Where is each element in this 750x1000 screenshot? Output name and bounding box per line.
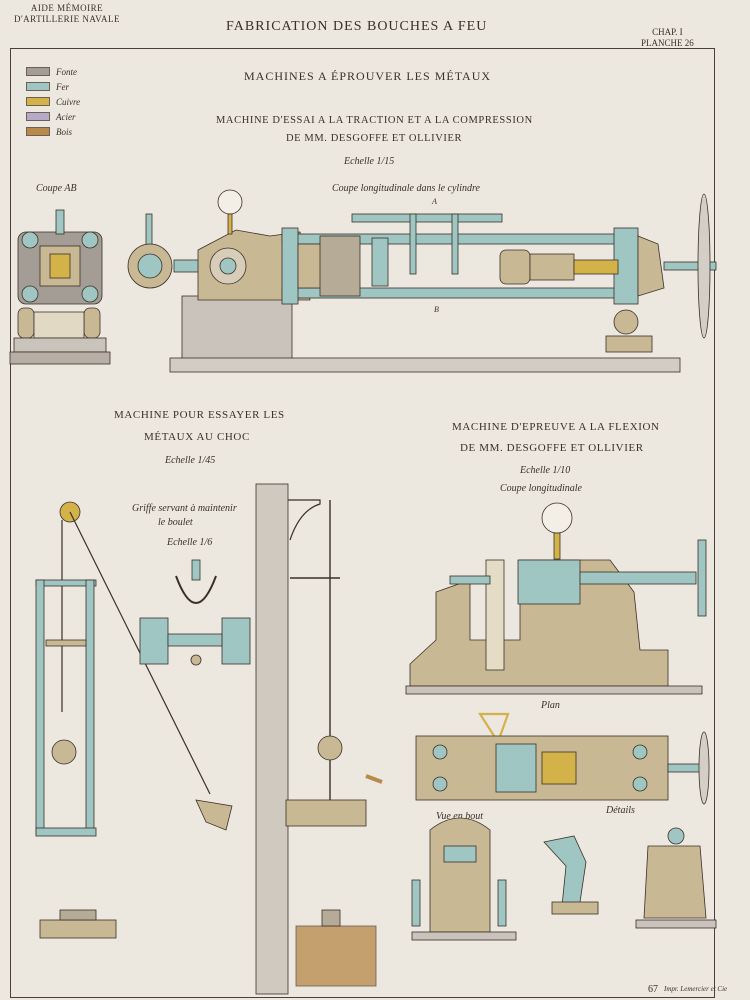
flexion-title-line1: MACHINE D'EPREUVE A LA FLEXION: [452, 421, 660, 433]
end-view-drawing: [411, 817, 517, 941]
plate-title: FABRICATION DES BOUCHES A FEU: [226, 19, 488, 34]
legend-item: Fonte: [26, 64, 80, 79]
flexion-section-drawing: [405, 502, 707, 695]
view-label-vue-en-bout: Vue en bout: [436, 811, 484, 822]
traction-machine-drawing: [127, 189, 717, 373]
legend-item: Fer: [26, 79, 80, 94]
legend-swatch: [26, 112, 50, 121]
choc-title-line2: MÉTAUX AU CHOC: [144, 431, 250, 443]
section-title-machines: MACHINES A ÉPROUVER LES MÉTAUX: [244, 69, 492, 83]
chapter-label: CHAP. I: [652, 27, 683, 37]
legend-swatch: [26, 97, 50, 106]
material-legend: Fonte Fer Cuivre Acier Bois: [26, 64, 80, 139]
view-label-coupe-longitudinale: Coupe longitudinale dans le cylindre: [332, 183, 480, 194]
traction-scale: Echelle 1/15: [344, 156, 395, 167]
details-drawing: [543, 827, 717, 929]
legend-label: Bois: [56, 126, 73, 137]
legend-label: Acier: [56, 111, 76, 122]
griffe-label-line2: le boulet: [158, 517, 193, 528]
legend-item: Acier: [26, 109, 80, 124]
drop-tower-drawing: [255, 483, 383, 995]
header-left-line1: AIDE MÉMOIRE: [30, 3, 104, 13]
legend-swatch: [26, 127, 50, 136]
choc-scale: Echelle 1/45: [165, 455, 216, 466]
legend-label: Cuivre: [56, 96, 81, 107]
view-label-coupe-ab: Coupe AB: [36, 183, 77, 194]
legend-swatch: [26, 67, 50, 76]
header-right: CHAP. I PLANCHE 26: [641, 28, 694, 50]
legend-label: Fer: [56, 81, 69, 92]
legend-swatch: [26, 82, 50, 91]
choc-title-line1: MACHINE POUR ESSAYER LES: [114, 409, 285, 421]
page-number: 67: [648, 984, 658, 995]
legend-label: Fonte: [56, 66, 77, 77]
shock-machine-drawing: [35, 501, 251, 939]
view-label-flexion-coupe: Coupe longitudinale: [500, 483, 582, 494]
header-left-line2: D'ARTILLERIE NAVALE: [14, 14, 120, 24]
coupe-ab-drawing: [9, 209, 111, 365]
legend-item: Bois: [26, 124, 80, 139]
section-mark-a: A: [432, 197, 437, 206]
traction-title-line1: MACHINE D'ESSAI A LA TRACTION ET A LA CO…: [216, 115, 533, 126]
plate-number: PLANCHE 26: [641, 38, 694, 48]
section-mark-b: B: [434, 305, 439, 314]
griffe-scale: Echelle 1/6: [167, 537, 213, 548]
view-label-plan: Plan: [541, 700, 560, 711]
view-label-details: Détails: [606, 805, 635, 816]
flexion-scale: Echelle 1/10: [520, 465, 571, 476]
flexion-plan-drawing: [415, 712, 710, 805]
griffe-label-line1: Griffe servant à maintenir: [132, 503, 237, 514]
header-left: AIDE MÉMOIRE D'ARTILLERIE NAVALE: [14, 4, 120, 26]
legend-item: Cuivre: [26, 94, 80, 109]
printer-credit: Impr. Lemercier et Cie: [664, 985, 728, 993]
flexion-title-line2: DE MM. DESGOFFE ET OLLIVIER: [460, 442, 644, 454]
plate-border: [10, 48, 715, 998]
traction-title-line2: DE MM. DESGOFFE ET OLLIVIER: [286, 133, 463, 144]
